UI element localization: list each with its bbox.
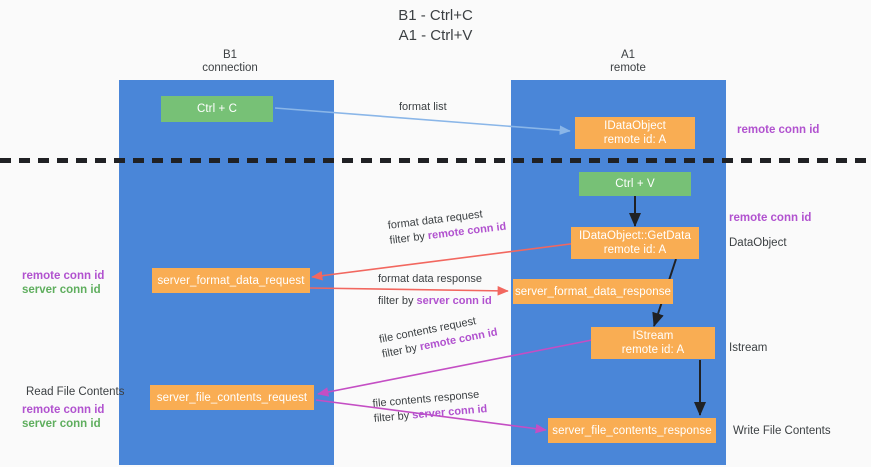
node-ctrl-v[interactable]: Ctrl + V bbox=[579, 172, 691, 196]
annotation-remote-conn-id-top: remote conn id bbox=[737, 124, 820, 136]
annotation-write-file-contents: Write File Contents bbox=[733, 425, 831, 437]
node-server-file-contents-request[interactable]: server_file_contents_request bbox=[150, 385, 314, 410]
annotation-conn-ids-top: remote conn id server conn id bbox=[22, 269, 104, 297]
column-header-a1: A1 remote bbox=[610, 49, 646, 74]
node-server-format-data-request[interactable]: server_format_data_request bbox=[152, 268, 310, 293]
node-istream[interactable]: IStream remote id: A bbox=[591, 327, 715, 359]
edge-label-format-list: format list bbox=[399, 100, 447, 115]
node-ctrl-c[interactable]: Ctrl + C bbox=[161, 96, 273, 122]
edge-label-line1: format data response bbox=[378, 273, 482, 285]
node-idataobject-getdata[interactable]: IDataObject::GetData remote id: A bbox=[571, 227, 699, 259]
column-header-b1: B1 connection bbox=[202, 49, 258, 74]
edge-label-format-data-response: format data response filter by server co… bbox=[378, 272, 492, 309]
node-idataobject[interactable]: IDataObject remote id: A bbox=[575, 117, 695, 149]
phase-divider bbox=[0, 158, 871, 163]
edge-label-filter-prefix: filter by bbox=[373, 409, 413, 425]
edge-label-format-data-request: format data request filter by remote con… bbox=[387, 205, 507, 249]
annotation-remote-conn-id-mid: remote conn id bbox=[729, 212, 812, 224]
edge-label-line1: format list bbox=[399, 101, 447, 113]
annotation-server-conn-id: server conn id bbox=[22, 418, 101, 430]
edge-label-highlight-server-conn-id: server conn id bbox=[416, 295, 492, 307]
page-title: B1 - Ctrl+C A1 - Ctrl+V bbox=[398, 7, 473, 44]
edge-label-line2: filter by server conn id bbox=[378, 294, 492, 309]
edge-label-filter-prefix: filter by bbox=[378, 295, 417, 307]
edge-label-filter-prefix: filter by bbox=[388, 230, 429, 247]
node-server-format-data-response[interactable]: server_format_data_response bbox=[513, 279, 673, 304]
node-server-file-contents-response[interactable]: server_file_contents_response bbox=[548, 418, 716, 443]
edge-label-file-contents-response: file contents response filter by server … bbox=[372, 387, 488, 427]
edge-label-file-contents-request: file contents request filter by remote c… bbox=[378, 311, 499, 363]
annotation-remote-conn-id: remote conn id bbox=[22, 404, 105, 416]
annotation-conn-ids-bottom: remote conn id server conn id bbox=[22, 403, 104, 431]
annotation-remote-conn-id: remote conn id bbox=[22, 270, 105, 282]
annotation-server-conn-id: server conn id bbox=[22, 284, 101, 296]
annotation-dataobject: DataObject bbox=[729, 237, 787, 249]
annotation-istream: Istream bbox=[729, 342, 768, 354]
annotation-read-file-contents: Read File Contents bbox=[26, 386, 125, 398]
